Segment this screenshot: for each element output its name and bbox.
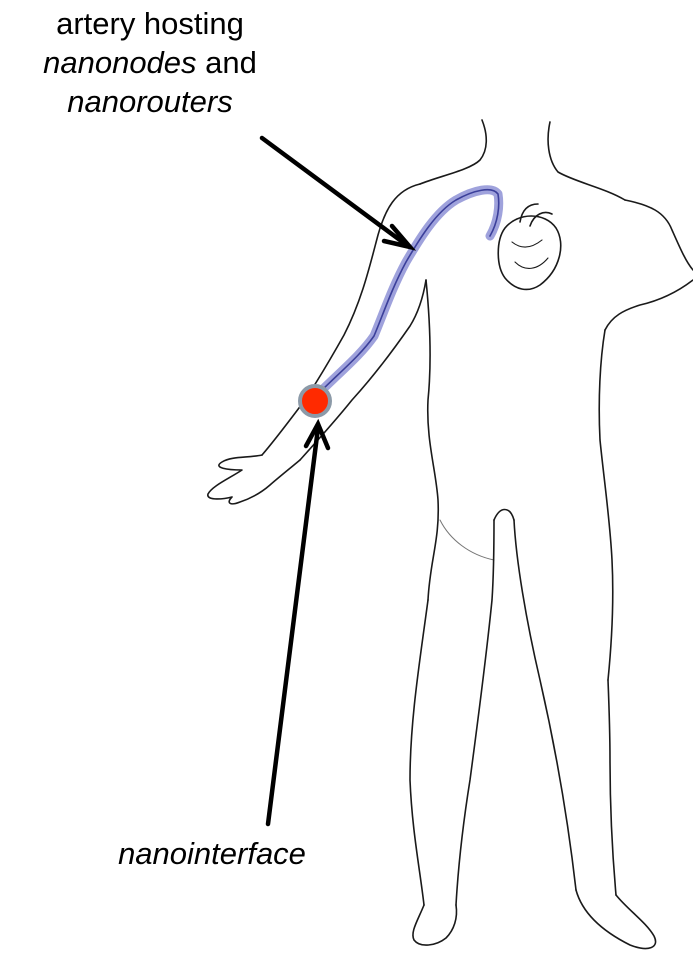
neck-right [548, 122, 625, 200]
right-leg-outer [608, 680, 616, 895]
arrow-to-interface [268, 428, 318, 824]
heart-vessels [520, 204, 552, 226]
left-leg-outer [410, 600, 428, 905]
crotch [494, 510, 514, 521]
nanointerface-dot [300, 386, 330, 416]
hand [208, 455, 300, 504]
arrows [262, 138, 410, 824]
arrow-to-artery [262, 138, 408, 246]
right-leg-inner [514, 520, 576, 890]
heart [498, 204, 561, 289]
body-outline [208, 120, 693, 948]
hip-line [440, 520, 494, 560]
arm-upper-outer [305, 184, 420, 400]
right-arm-inner [605, 280, 693, 330]
artery-fill [318, 190, 499, 394]
left-foot [413, 905, 457, 945]
heart-body [498, 216, 561, 289]
left-leg-inner [456, 520, 494, 905]
torso-right [599, 330, 613, 680]
artery [318, 190, 499, 394]
arm-lower-outer [262, 400, 305, 455]
right-foot [576, 890, 656, 948]
neck-left [420, 120, 486, 184]
torso-left [426, 280, 438, 600]
right-shoulder [625, 200, 693, 270]
heart-detail [512, 240, 548, 268]
